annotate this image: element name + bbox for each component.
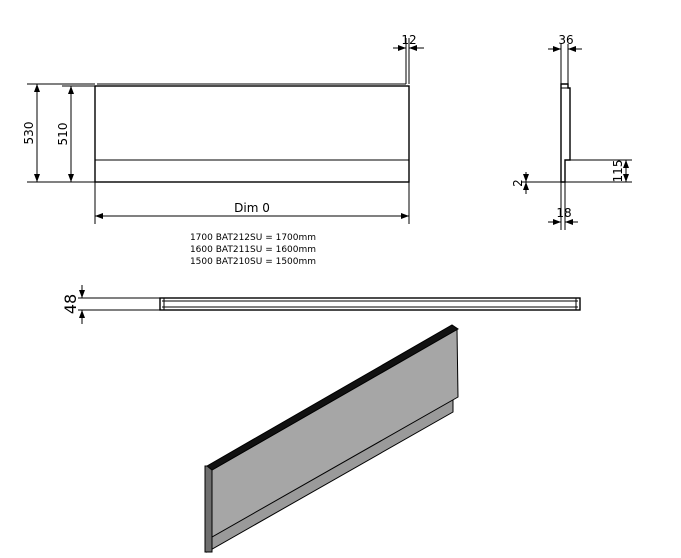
- dim-48: 48: [61, 294, 80, 314]
- front-panel-outline: [94, 85, 410, 183]
- iso-end: [204, 465, 213, 553]
- size-note: 1700 BAT212SU = 1700mm: [190, 233, 316, 243]
- dim-530: 530: [22, 122, 36, 145]
- dim-36: 36: [558, 33, 573, 47]
- front-view: 530 510 12 Dim 0 1700 BAT212SU = 1700mm …: [22, 33, 424, 267]
- size-note: 1500 BAT210SU = 1500mm: [190, 257, 316, 267]
- dim-510: 510: [56, 123, 70, 146]
- dim-length-label: Dim 0: [234, 201, 270, 215]
- plan-outline: [159, 297, 581, 311]
- dim-12: 12: [401, 33, 416, 47]
- iso-front-face: [211, 328, 459, 538]
- side-view: 36 115 2 18: [511, 33, 632, 230]
- dim-18: 18: [556, 206, 571, 220]
- side-profile: [560, 83, 571, 183]
- iso-top-lip: [206, 324, 459, 471]
- plan-view: 48: [61, 285, 581, 324]
- dim-2: 2: [511, 179, 525, 187]
- size-note: 1600 BAT211SU = 1600mm: [190, 245, 316, 255]
- isometric-view: [204, 324, 459, 553]
- dim-115: 115: [611, 160, 625, 183]
